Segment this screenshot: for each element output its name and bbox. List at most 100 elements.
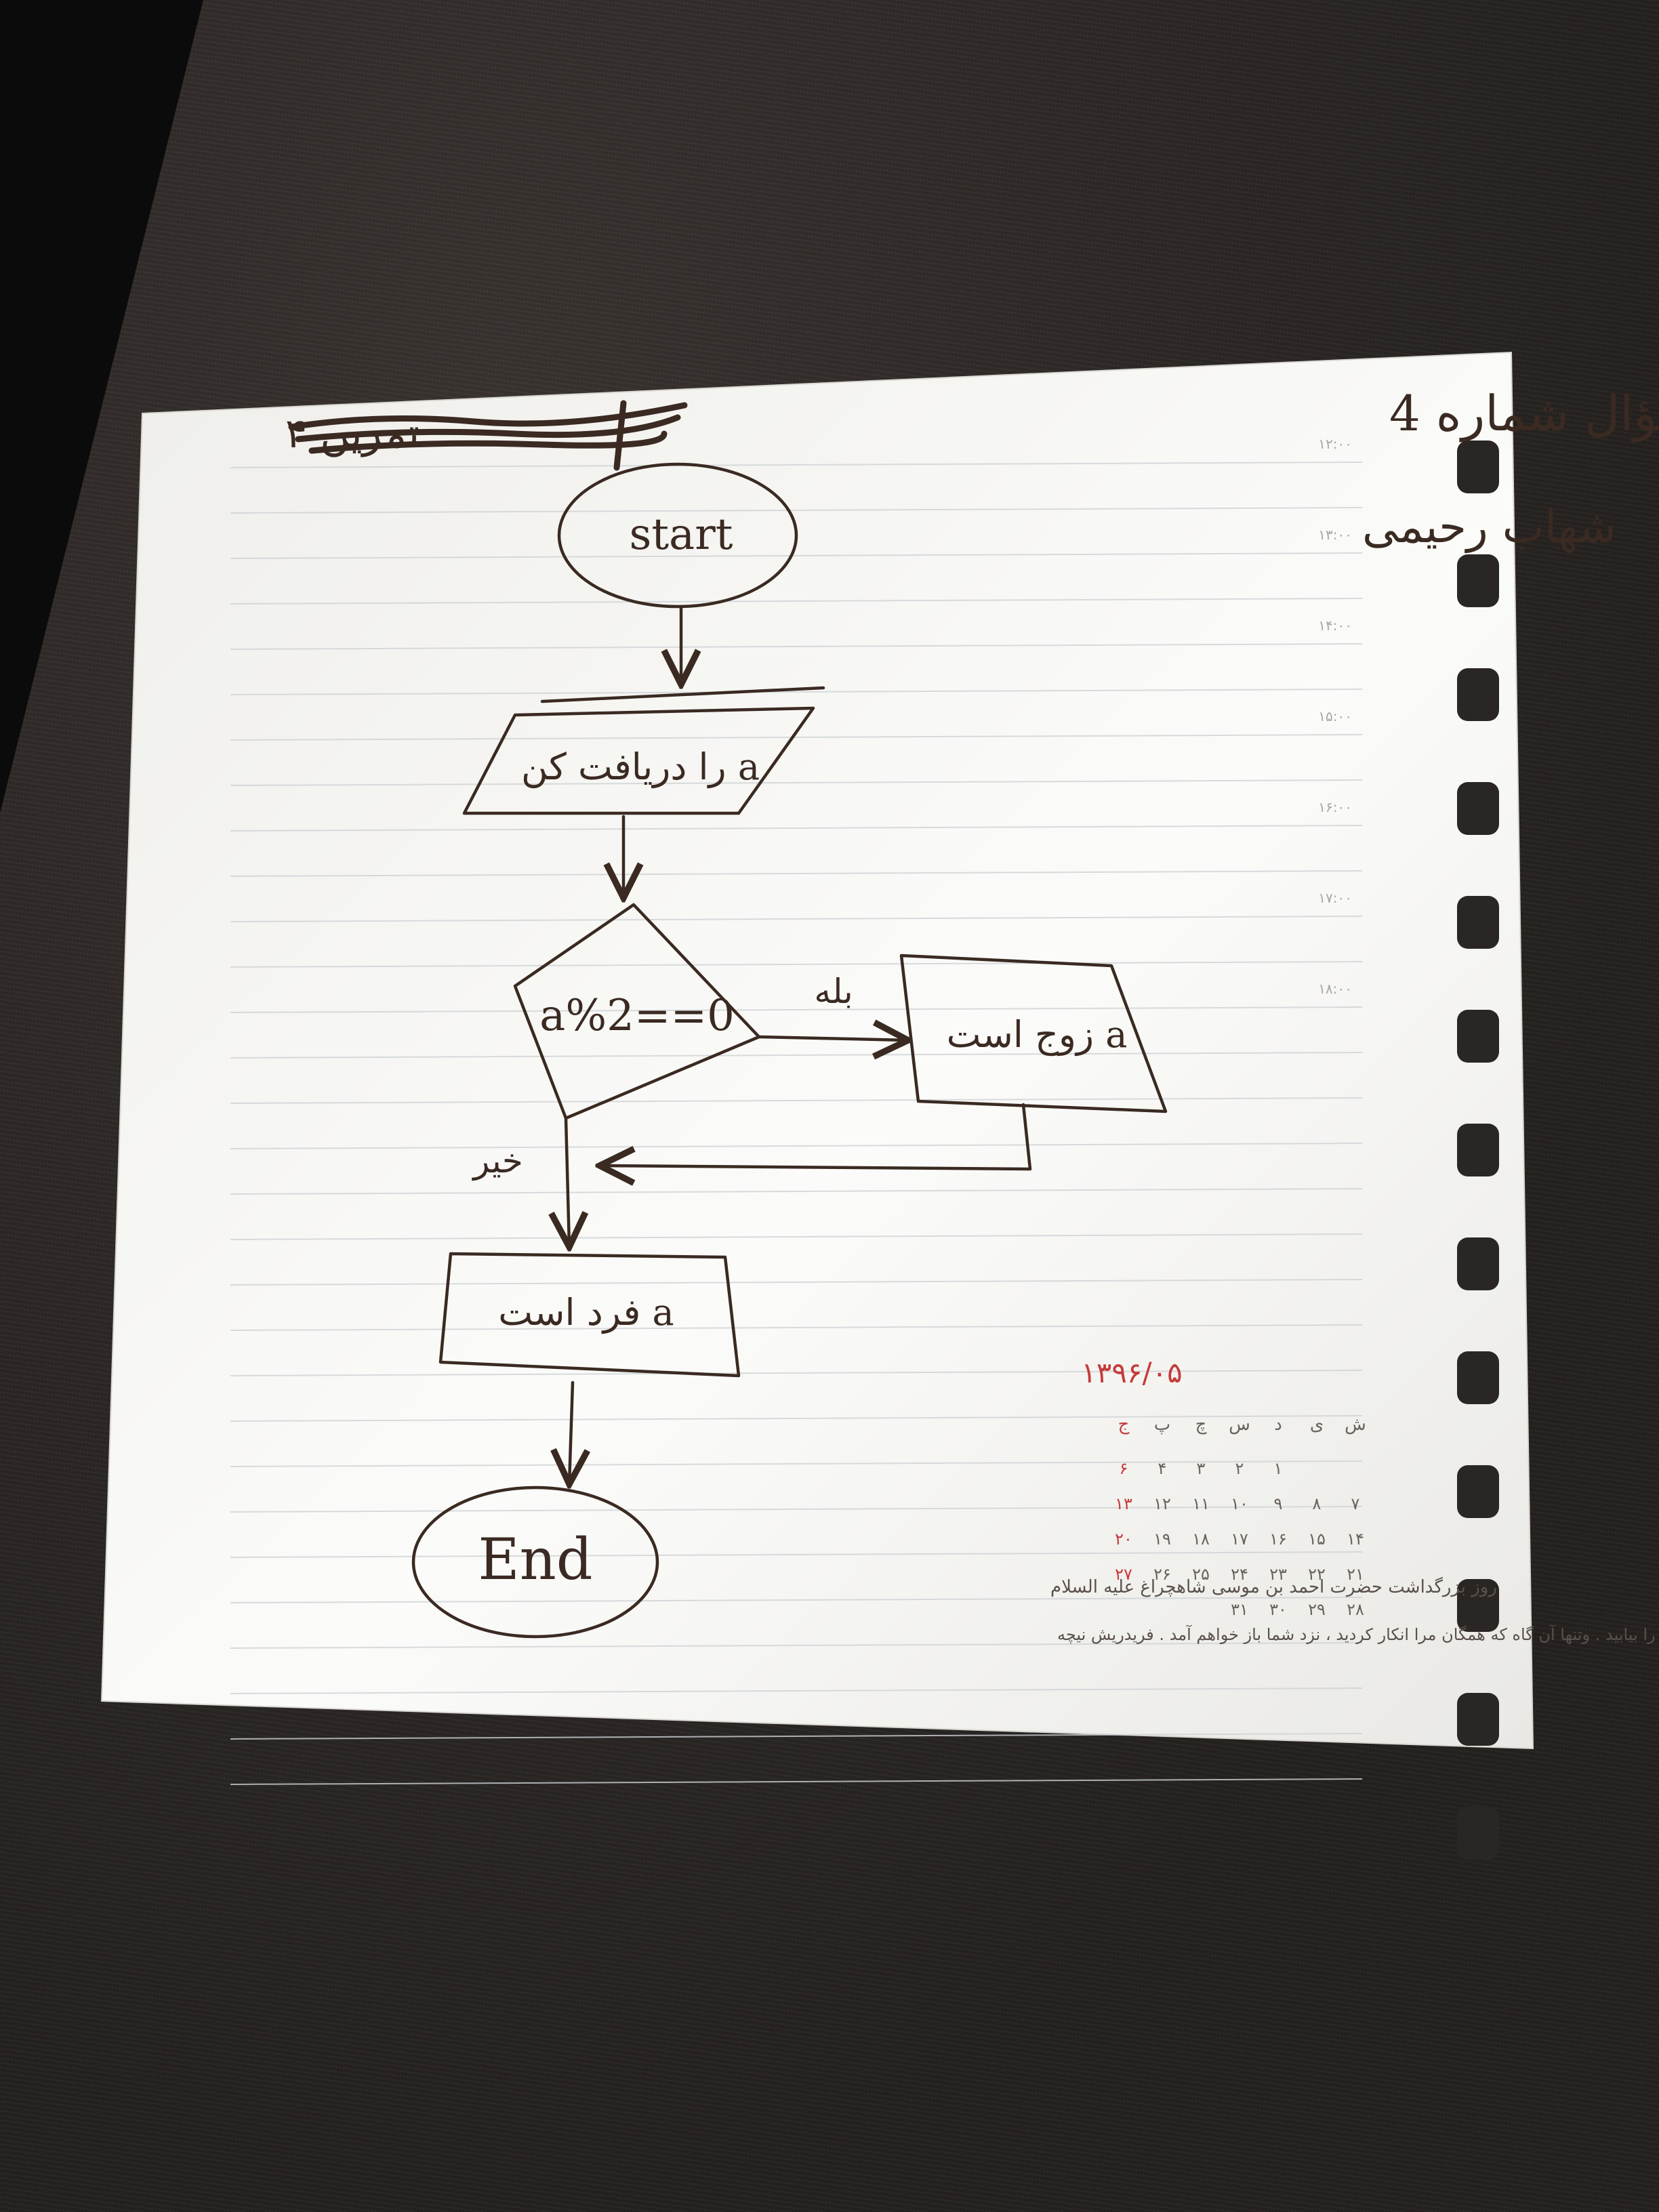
calendar-day: ۱۹ — [1153, 1530, 1171, 1549]
calendar-day: ۲۲ — [1308, 1565, 1326, 1584]
calendar-day: ۲۹ — [1308, 1600, 1326, 1619]
occasion-text: روز بزرگداشت حضرت احمد بن موسی شاهچراغ ع… — [1050, 1576, 1497, 1597]
ruled-line — [230, 1733, 1363, 1740]
calendar-day: ۱۲ — [1153, 1494, 1171, 1513]
calendar-day: ۶ — [1120, 1459, 1128, 1478]
scribble-strike — [288, 400, 688, 471]
calendar-day: ۲۳ — [1269, 1565, 1287, 1584]
decision-label: a%2==0 — [539, 991, 735, 1041]
ruled-line — [230, 870, 1363, 877]
calendar-day: ۱۶ — [1269, 1530, 1287, 1549]
end-node — [411, 1486, 659, 1639]
calendar-day: ۱۵ — [1308, 1530, 1326, 1549]
spiral-hole — [1457, 1237, 1499, 1290]
calendar-day: ۳۱ — [1231, 1600, 1248, 1619]
even-output-label: a زوج است — [947, 1013, 1128, 1057]
ruled-line — [230, 1415, 1363, 1422]
input-label: a را دریافت کن — [521, 745, 760, 789]
calendar-day: ۲۴ — [1231, 1565, 1248, 1584]
calendar-day: ۲۷ — [1115, 1565, 1132, 1584]
spiral-hole — [1457, 1807, 1499, 1860]
calendar-day: ۳ — [1197, 1459, 1206, 1478]
ruled-line — [230, 643, 1363, 650]
spiral-hole — [1457, 668, 1499, 721]
notebook-page — [100, 351, 1534, 1860]
flowchart — [411, 462, 1168, 1639]
page-footer: روز بزرگداشت حضرت احمد بن موسی شاهچراغ ع… — [1050, 1576, 1659, 1644]
ruled-line — [230, 734, 1363, 741]
calendar-day: ۱۱ — [1192, 1494, 1210, 1513]
calendar-day: ۳۰ — [1269, 1600, 1287, 1619]
time-mark: ۱۲:۰۰ — [1318, 436, 1352, 452]
ruled-line — [230, 1370, 1363, 1376]
header: فلوچارت سؤال شماره 4 شهاب رحیمی تمرین ۴ — [285, 385, 1659, 554]
time-mark: ۱۳:۰۰ — [1318, 527, 1352, 543]
ruled-line — [230, 1506, 1363, 1513]
calendar-weekday: ش — [1345, 1414, 1366, 1435]
ruled-line — [230, 689, 1363, 695]
time-mark: ۱۵:۰۰ — [1318, 708, 1352, 724]
ruled-line — [230, 825, 1363, 832]
return-line — [600, 1103, 1032, 1169]
page-title: فلوچارت سؤال شماره 4 — [1389, 385, 1659, 443]
ruled-line — [230, 1143, 1363, 1149]
calendar-day: ۲۸ — [1347, 1600, 1364, 1619]
time-mark: ۱۶:۰۰ — [1318, 799, 1352, 815]
ruled-line — [230, 552, 1363, 559]
arrow-odd-to-end — [569, 1380, 573, 1484]
ruled-line — [230, 1642, 1363, 1649]
spiral-hole — [1457, 1579, 1499, 1632]
calendar: ۱۳۹۶/۰۵ شیدسچپج۱۲۳۴۶۷۸۹۱۰۱۱۱۲۱۳۱۴۱۵۱۶۱۷۱… — [1081, 1356, 1366, 1619]
calendar-day: ۹ — [1274, 1494, 1283, 1513]
calendar-day: ۲۰ — [1115, 1530, 1132, 1549]
ruled-line — [230, 916, 1363, 922]
arrow-no — [566, 1116, 569, 1247]
ruled-line — [230, 598, 1363, 605]
input-overline — [540, 686, 825, 703]
odd-output-label: a فرد است — [498, 1291, 674, 1334]
no-label: خیر — [471, 1141, 523, 1181]
calendar-weekday: چ — [1195, 1414, 1207, 1435]
end-label: End — [478, 1526, 592, 1593]
ruled-line — [230, 1778, 1363, 1785]
input-node — [462, 706, 815, 815]
calendar-day: ۱۳ — [1115, 1494, 1132, 1513]
calendar-day: ۱۰ — [1231, 1494, 1248, 1513]
spiral-hole — [1457, 554, 1499, 607]
calendar-title: ۱۳۹۶/۰۵ — [1081, 1356, 1183, 1389]
ruled-line — [230, 1052, 1363, 1059]
calendar-day: ۱ — [1274, 1459, 1283, 1478]
ruled-line — [230, 1279, 1363, 1286]
calendar-day: ۷ — [1351, 1494, 1360, 1513]
calendar-weekday: س — [1229, 1414, 1250, 1435]
flowchart-labels: start a را دریافت کن a%2==0 بله خیر a زو… — [471, 510, 1127, 1593]
calendar-day: ۲۵ — [1192, 1565, 1210, 1584]
even-output-node — [899, 954, 1168, 1113]
calendar-day: ۱۴ — [1347, 1530, 1364, 1549]
calendar-weekday: د — [1274, 1414, 1282, 1435]
author-name: شهاب رحیمی — [1362, 501, 1616, 554]
ruled-line — [230, 1551, 1363, 1558]
ruled-line — [230, 961, 1363, 968]
ruled-line — [230, 1460, 1363, 1467]
ruled-line — [230, 1006, 1363, 1013]
spiral-hole — [1457, 1010, 1499, 1063]
ruled-line — [230, 1324, 1363, 1331]
calendar-weekday: ج — [1118, 1414, 1130, 1435]
time-mark: ۱۷:۰۰ — [1318, 890, 1352, 906]
ruled-line — [230, 1233, 1363, 1240]
arrow-yes — [757, 1037, 908, 1040]
start-label: start — [629, 510, 733, 560]
spiral-hole — [1457, 896, 1499, 949]
calendar-day: ۱۸ — [1192, 1530, 1210, 1549]
spiral-hole — [1457, 441, 1499, 493]
calendar-weekday: پ — [1154, 1414, 1170, 1435]
time-mark: ۱۸:۰۰ — [1318, 981, 1352, 997]
calendar-day: ۲۱ — [1347, 1565, 1364, 1584]
ruled-line — [230, 462, 1363, 468]
odd-output-node — [438, 1252, 741, 1378]
spiral-hole — [1457, 1693, 1499, 1746]
calendar-day: ۲۶ — [1153, 1565, 1171, 1584]
